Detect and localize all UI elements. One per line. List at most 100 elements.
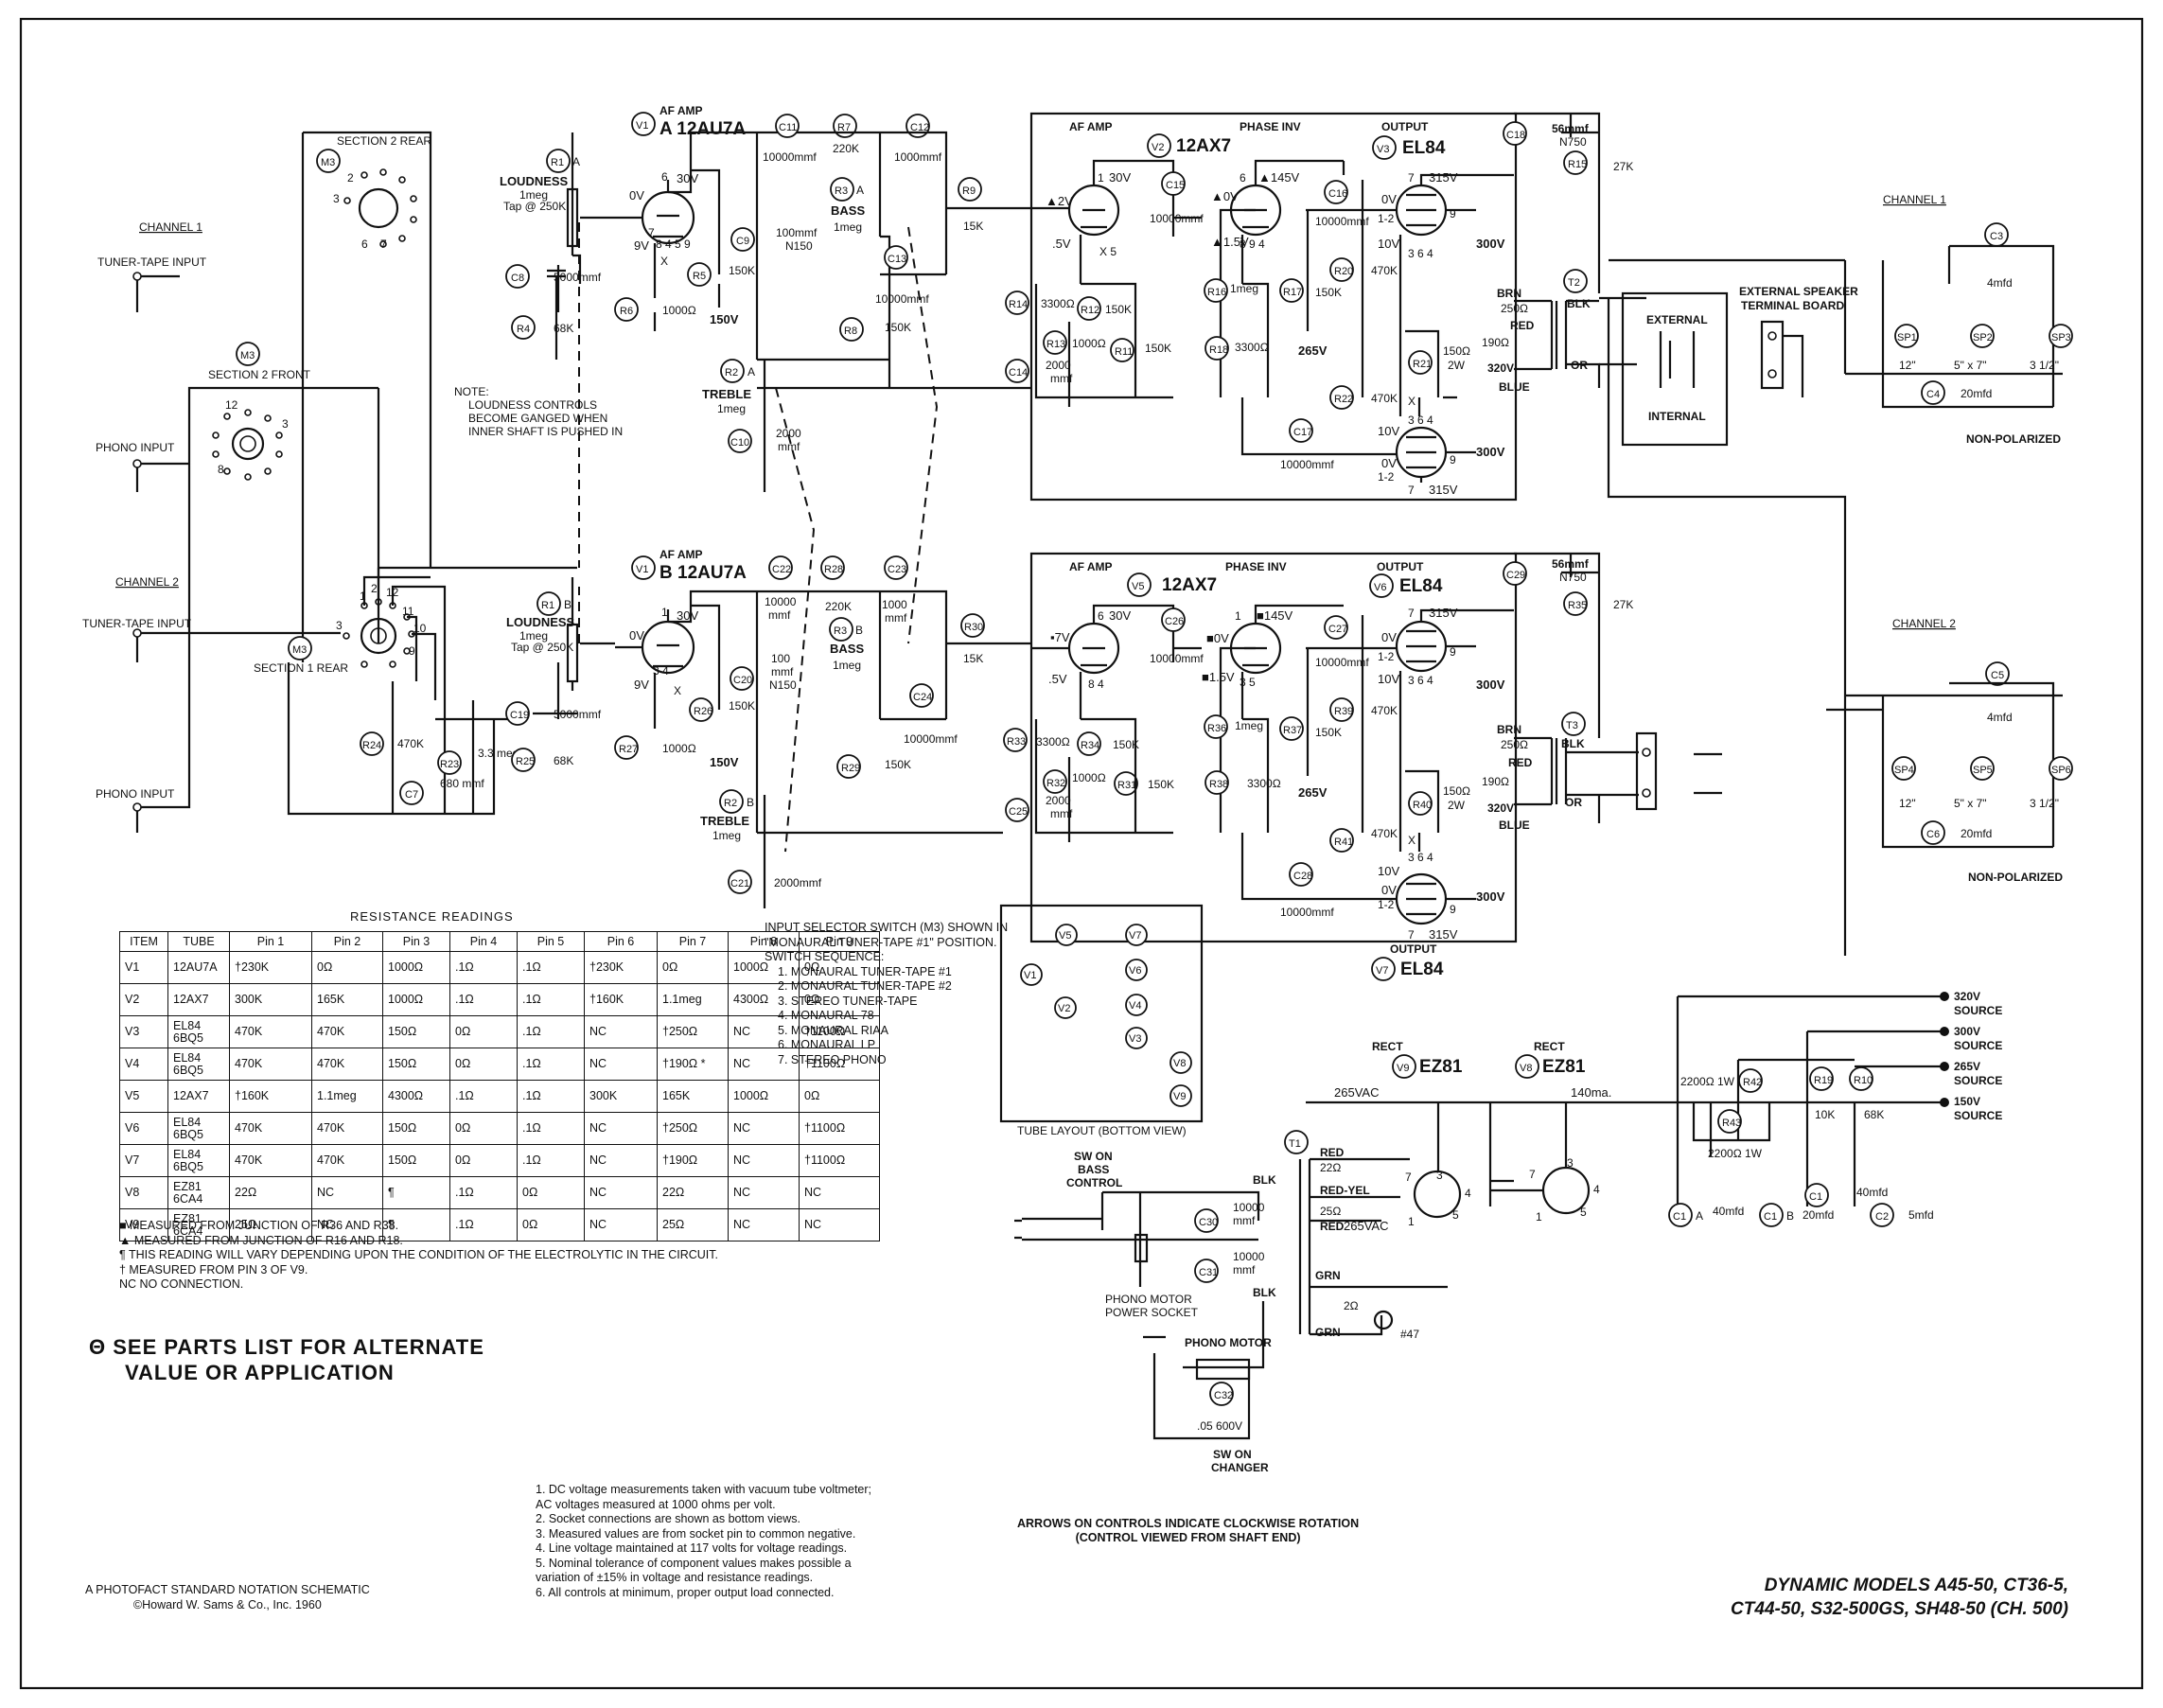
c11-badge [775,114,800,138]
svg-text:C20: C20 [733,675,752,686]
svg-text:12": 12" [1899,359,1916,372]
power-supply: RECT V9 EZ81 RECT V8 EZ81 265VAC 140ma. … [1014,990,2002,1474]
svg-text:R42: R42 [1743,1077,1762,1088]
r11-badge [1110,338,1134,362]
svg-text:N750: N750 [1559,135,1587,149]
tone-gang-link [775,226,939,853]
svg-text:3: 3 [1436,1169,1443,1182]
res-cell: 0Ω [799,983,880,1016]
r28-badge [820,555,845,580]
res-cell: 0Ω [449,1048,518,1081]
res-cell: 0Ω [311,951,383,984]
res-cell: V3 [119,1015,168,1048]
svg-text:1meg: 1meg [717,402,746,415]
svg-text:C8: C8 [511,273,524,284]
svg-text:1000: 1000 [882,598,907,611]
svg-text:R22: R22 [1334,394,1353,405]
svg-text:BECOME GANGED WHEN: BECOME GANGED WHEN [468,412,607,425]
c21-badge [728,870,752,894]
svg-text:5mfd: 5mfd [1908,1208,1934,1222]
svg-text:2W: 2W [1448,359,1466,372]
r30-badge [960,613,985,638]
model-title: DYNAMIC MODELS A45-50, CT36-5, CT44-50, … [1731,1574,2068,1621]
svg-text:C10: C10 [730,437,749,449]
res-header-cell: ITEM [119,931,168,952]
r1b-badge [536,591,561,616]
svg-text:10V: 10V [1378,424,1399,438]
c25-badge [1005,798,1029,822]
note-line: AC voltages measured at 1000 ohms per vo… [536,1497,776,1511]
svg-text:12: 12 [225,398,238,412]
svg-text:3 6 4: 3 6 4 [1408,247,1433,260]
svg-text:C15: C15 [1166,180,1185,191]
c31-badge [1194,1259,1219,1283]
svg-text:C24: C24 [913,692,932,703]
svg-text:R33: R33 [1007,736,1026,748]
r42-badge [1738,1068,1763,1093]
svg-text:150K: 150K [1145,342,1171,355]
c7-value: 680 mmf [440,777,484,790]
svg-text:30V: 30V [1109,608,1131,623]
c17-badge [1289,418,1313,443]
svg-text:3 6 4: 3 6 4 [1408,851,1433,864]
svg-text:7: 7 [648,226,655,239]
svg-text:R28: R28 [824,564,843,575]
ch2-amp-frame [1029,552,1518,943]
input-selector-section: CHANNEL 1 TUNER-TAPE INPUT PHONO INPUT C… [82,131,623,833]
svg-text:▲145V: ▲145V [1258,170,1300,185]
svg-text:RECT: RECT [1372,1040,1403,1053]
r24-label: R24 [362,740,381,751]
ch1-amp-frame [1029,112,1518,502]
res-cell: NC [728,1048,800,1081]
v1a-type: A 12AU7A [659,119,746,139]
v7-badge [1371,957,1396,981]
svg-text:C19: C19 [510,710,529,721]
svg-text:140ma.: 140ma. [1571,1085,1611,1100]
ch2-output-plug [1635,731,1658,811]
t3-badge [1561,712,1586,736]
svg-text:SP2: SP2 [1973,332,1993,343]
svg-text:C13: C13 [888,254,906,265]
m3-badge-2 [236,342,260,366]
res-cell: V1 [119,951,168,984]
res-cell: V7 [119,1144,168,1177]
res-cell: 470K [229,1048,312,1081]
t1-badge [1284,1130,1309,1154]
svg-text:20mfd: 20mfd [1961,387,1992,400]
svg-text:X 5: X 5 [1099,245,1117,258]
res-header-cell: TUBE [167,931,230,952]
svg-text:R31: R31 [1117,780,1136,791]
c26-badge [1161,607,1186,632]
svg-text:BLK: BLK [1253,1173,1276,1187]
svg-text:■145V: ■145V [1257,608,1293,623]
r34-badge [1077,731,1101,756]
c22-badge [768,555,793,580]
svg-text:1000mmf: 1000mmf [894,150,942,164]
svg-text:Tap @ 250K: Tap @ 250K [511,641,573,654]
sp6-badge [2049,756,2073,781]
res-cell: .1Ω [517,1048,585,1081]
r23-badge [437,750,462,775]
v8-badge [1515,1054,1539,1079]
res-cell: V6 [119,1112,168,1145]
res-cell: NC [584,1112,658,1145]
svg-text:C21: C21 [730,878,749,889]
svg-text:25Ω: 25Ω [1320,1205,1341,1218]
svg-text:R15: R15 [1568,159,1587,170]
res-header-cell: Pin 3 [382,931,450,952]
svg-text:R6: R6 [620,306,633,317]
svg-text:R36: R36 [1207,723,1226,734]
svg-text:mmf: mmf [768,608,791,622]
res-cell: .1Ω [449,1176,518,1209]
note-line: ¶ THIS READING WILL VARY DEPENDING UPON … [119,1248,718,1261]
res-cell: 1000Ω [382,983,450,1016]
svg-text:T2: T2 [1568,277,1580,289]
svg-text:150K: 150K [729,264,755,277]
c28-badge [1289,862,1313,887]
svg-text:10000mmf: 10000mmf [1280,906,1334,919]
svg-text:EXTERNAL SPEAKER: EXTERNAL SPEAKER [1739,285,1858,298]
svg-text:0V: 0V [629,628,644,643]
svg-text:1000Ω: 1000Ω [1072,337,1106,350]
r31-badge [1114,771,1138,796]
